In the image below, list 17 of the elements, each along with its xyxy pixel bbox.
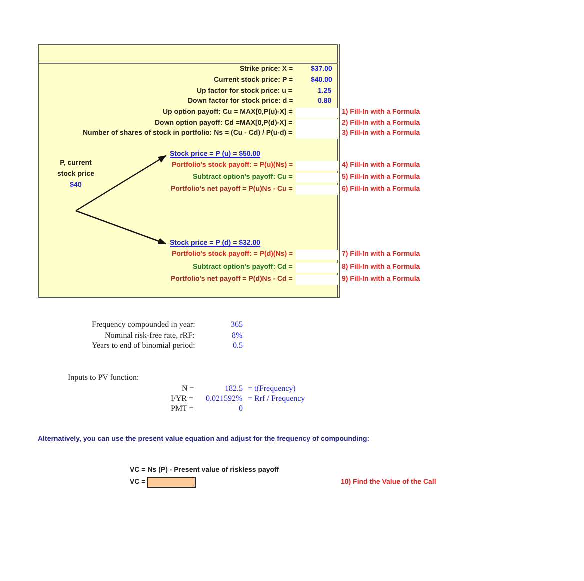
arrow bbox=[76, 210, 167, 245]
value-text: = t(Frequency) bbox=[248, 384, 296, 393]
label-text: Inputs to PV function: bbox=[68, 373, 140, 382]
value-text: = Rrf / Frequency bbox=[248, 394, 306, 403]
value-text: 0 bbox=[239, 404, 243, 413]
label-text: I/YR = bbox=[171, 394, 194, 403]
label-text: Years to end of binomial period: bbox=[92, 341, 196, 350]
value-text: 365 bbox=[231, 320, 243, 329]
label-text: PMT = bbox=[171, 404, 194, 413]
label-text: N = bbox=[182, 384, 194, 393]
value-text: 0.5 bbox=[233, 341, 243, 350]
value-text: 182.5 bbox=[225, 384, 243, 393]
label-text: Nominal risk-free rate, rRF: bbox=[105, 331, 195, 340]
value-text: 8% bbox=[232, 331, 243, 340]
label-text: Frequency compounded in year: bbox=[92, 320, 196, 329]
value-text: 0.021592% bbox=[206, 394, 243, 403]
arrow bbox=[76, 155, 167, 212]
